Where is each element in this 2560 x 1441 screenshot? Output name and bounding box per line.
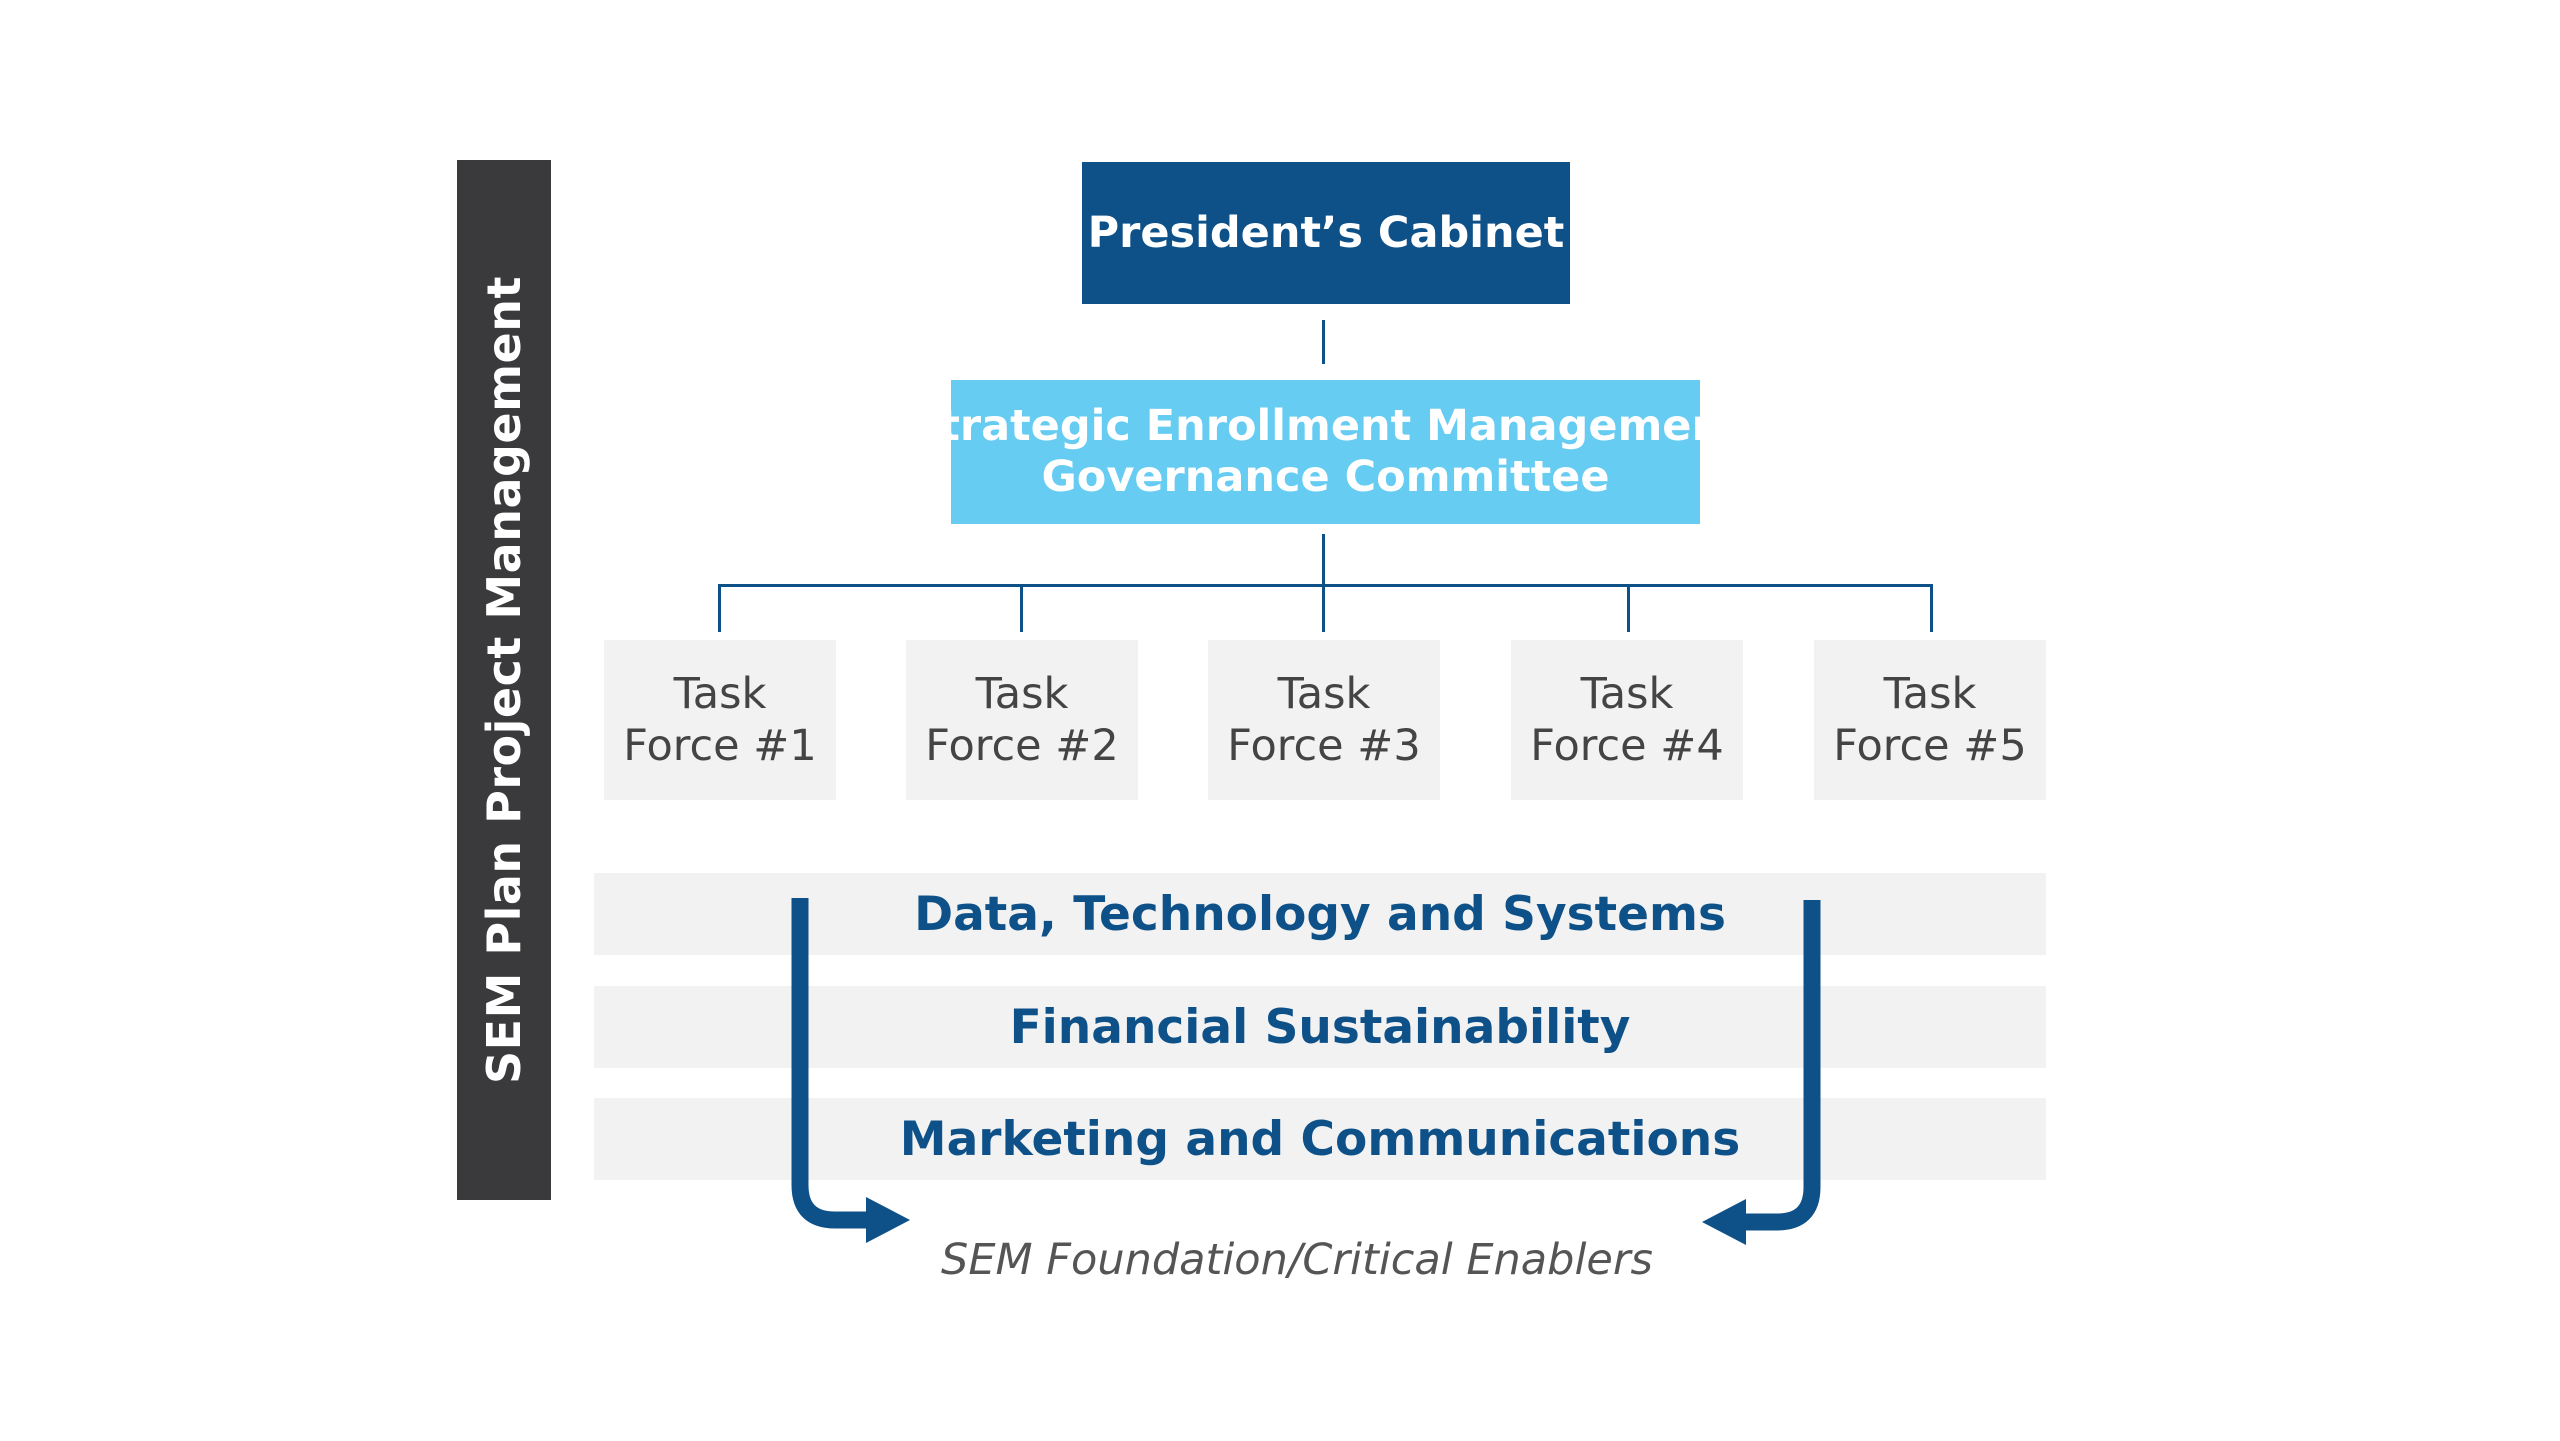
task-force-2-line1: Task (975, 669, 1069, 719)
task-force-1-line2: Force #1 (623, 721, 817, 771)
task-force-4-line2: Force #4 (1530, 721, 1724, 771)
enabler-label-financial: Financial Sustainability (1009, 999, 1631, 1055)
governance-committee-line2: Governance Committee (1041, 452, 1610, 502)
side-bar (457, 160, 551, 1200)
task-force-box-4: Task Force #4 (1511, 640, 1743, 800)
task-force-4-line1: Task (1580, 669, 1674, 719)
task-force-box-3: Task Force #3 (1208, 640, 1440, 800)
enabler-band-financial: Financial Sustainability (594, 986, 2046, 1068)
connector-task-force-2 (1020, 584, 1023, 632)
governance-committee-box: Strategic Enrollment Management Governan… (908, 380, 1743, 524)
task-force-1-line1: Task (673, 669, 767, 719)
connector-task-force-5 (1930, 584, 1933, 632)
task-force-box-2: Task Force #2 (906, 640, 1138, 800)
task-force-3-line1: Task (1277, 669, 1371, 719)
enabler-band-data-technology: Data, Technology and Systems (594, 873, 2046, 955)
connector-horizontal-bar (718, 584, 1933, 587)
connector-task-force-1 (718, 584, 721, 632)
governance-committee-line1: Strategic Enrollment Management (908, 401, 1743, 451)
task-force-3-line2: Force #3 (1227, 721, 1421, 771)
task-force-box-5: Task Force #5 (1814, 640, 2046, 800)
connector-committee-stem (1322, 534, 1325, 586)
connector-president-committee (1322, 320, 1325, 364)
enabler-label-marketing: Marketing and Communications (899, 1111, 1741, 1167)
critical-enablers-caption: SEM Foundation/Critical Enablers (941, 1235, 1653, 1285)
connector-task-force-3 (1322, 584, 1325, 632)
presidents-cabinet-box: President’s Cabinet (1082, 162, 1570, 304)
enabler-band-marketing: Marketing and Communications (594, 1098, 2046, 1180)
task-force-5-line1: Task (1883, 669, 1977, 719)
task-force-box-1: Task Force #1 (604, 640, 836, 800)
presidents-cabinet-label: President’s Cabinet (1087, 208, 1565, 258)
connector-task-force-4 (1627, 584, 1630, 632)
side-bar-label: SEM Plan Project Management (477, 276, 531, 1084)
task-force-2-line2: Force #2 (925, 721, 1119, 771)
enabler-label-data-technology: Data, Technology and Systems (914, 886, 1726, 942)
task-force-5-line2: Force #5 (1833, 721, 2027, 771)
